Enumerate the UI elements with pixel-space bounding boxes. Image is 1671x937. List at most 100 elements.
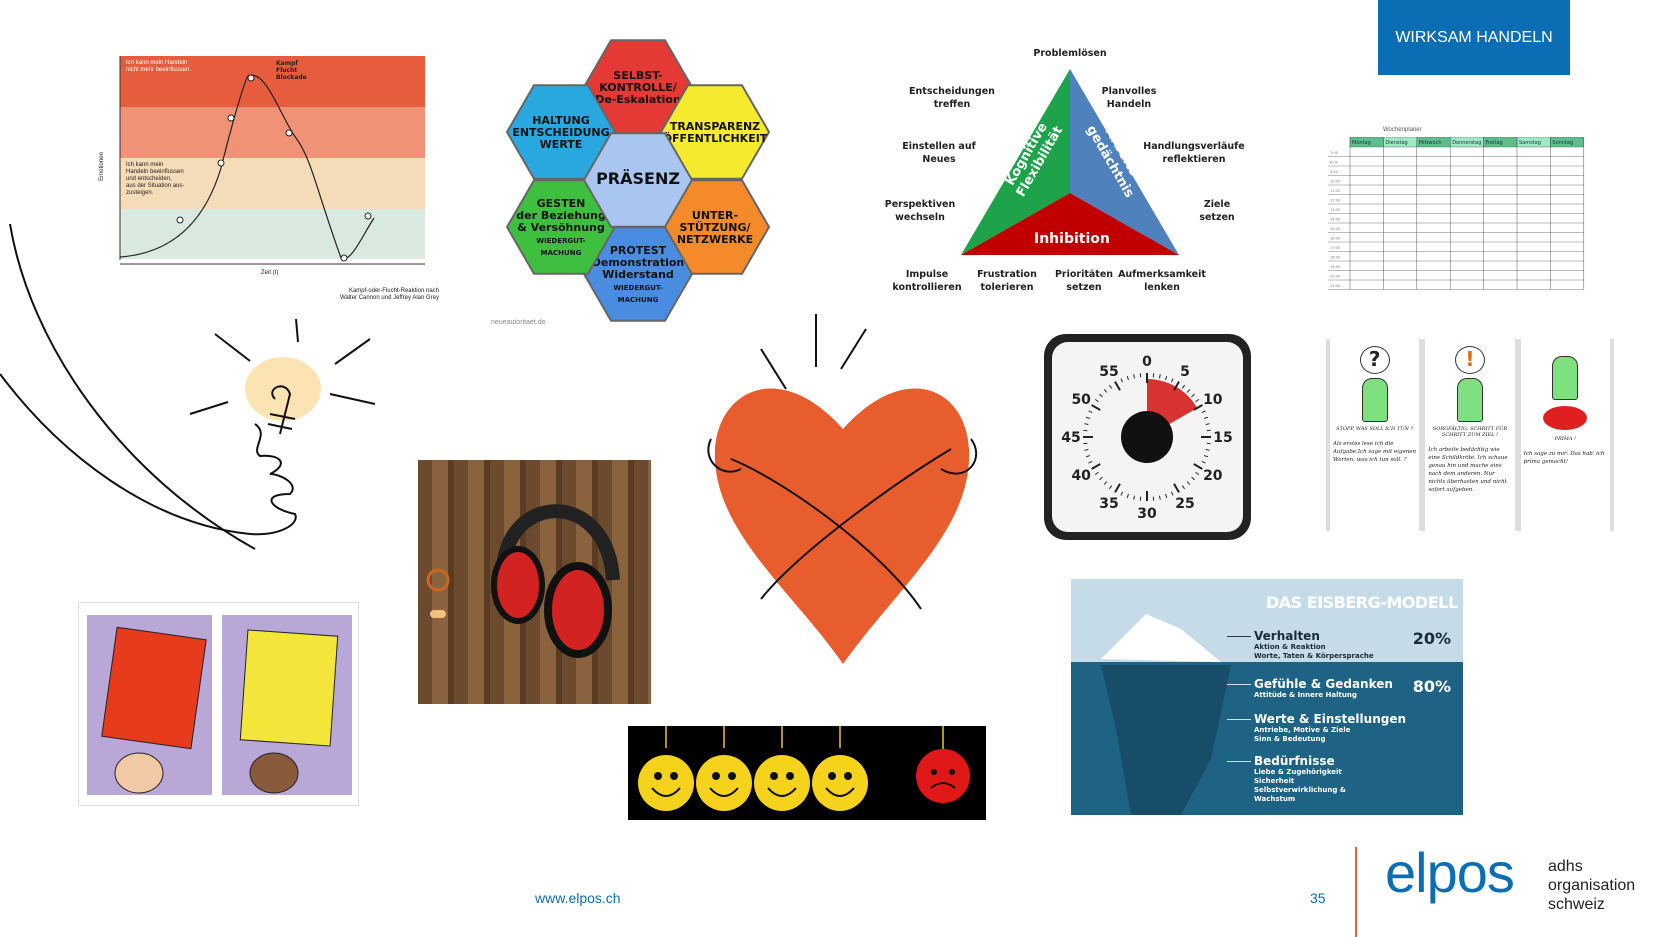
function-label: Ziele setzen	[1199, 199, 1235, 223]
planner-day: Donnerstag	[1452, 140, 1481, 146]
cartoon-figure-icon	[1456, 378, 1483, 422]
slide-title: WIRKSAM HANDELN	[1378, 0, 1570, 75]
hexagon-label: WIEDERGUT-	[613, 284, 662, 292]
hexagon-label: HALTUNG	[532, 114, 590, 127]
smiley-ornament	[812, 755, 868, 811]
level-marker-icon	[1227, 719, 1251, 720]
hexagon-label: KONTROLLE/	[599, 81, 677, 94]
timer-number: 25	[1175, 496, 1194, 512]
hexagon-label: ENTSCHEIDUNG	[512, 126, 609, 139]
planner-hour: 8:00	[1330, 161, 1338, 165]
emotion-chart: Ich kann mein Handeln nicht mehr beeinfl…	[96, 48, 439, 309]
zone-top-text: Ich kann mein Handeln nicht mehr beeinfl…	[126, 60, 192, 73]
zone-mid-line: zusteigen.	[126, 190, 154, 196]
hexagon-label: & Versöhnung	[517, 221, 605, 234]
level-percent: 80%	[1412, 677, 1451, 696]
hexagon-label: WERTE	[540, 138, 583, 151]
planner-hour: 19:00	[1330, 265, 1340, 269]
level-sub: Worte, Taten & Körpersprache	[1254, 652, 1374, 660]
triangle-bottom-label: Inhibition	[1034, 231, 1110, 247]
red-yellow-cards-illustration	[78, 602, 359, 806]
level-sub: Aktion & Reaktion	[1254, 643, 1326, 651]
footer-url-link[interactable]: www.elpos.ch	[535, 890, 621, 906]
hexagon-label: Widerstand	[602, 268, 674, 281]
timer-number: 5	[1180, 364, 1190, 380]
timer-number: 30	[1137, 506, 1157, 522]
lightbulb-hand-illustration	[0, 224, 376, 550]
planner-hour: 21:00	[1330, 284, 1340, 288]
timer-knob[interactable]	[1121, 411, 1173, 463]
planner-hour: 17:00	[1330, 246, 1340, 250]
cartoon-caption: SORGFÄLTIG, SCHRITT FÜR SCHRITT ZUM ZIEL…	[1432, 426, 1508, 438]
level-percent: 20%	[1412, 629, 1451, 648]
timer-number: 10	[1203, 392, 1223, 408]
level-sub: Selbstverwirklichung &	[1254, 786, 1346, 794]
smiley-ornaments-photo	[628, 726, 986, 820]
hexagon-label: SELBST-	[613, 69, 662, 82]
zone-label: Blockade	[276, 74, 307, 81]
zone-label: Flucht	[276, 67, 298, 74]
timer-number: 55	[1099, 364, 1118, 380]
level-sub: Antriebe, Motive & Ziele	[1254, 726, 1351, 734]
executive-functions-triangle: Kognitive Flexibilität Arbeits- gedächtn…	[885, 43, 1254, 301]
hexagon-label: STÜTZUNG/	[679, 220, 751, 234]
hexagon-label: UNTER-	[692, 209, 738, 222]
planner-day: Dienstag	[1385, 140, 1407, 146]
zone-mid-line: Ich kann mein	[126, 162, 164, 168]
hexagon-label: MACHUNG	[541, 249, 582, 257]
cartoon-panel: ?STOPP, WAS SOLL ICH TUN ?Als erstes les…	[1330, 339, 1420, 531]
zone-mid-line: aus der Situation aus-	[126, 183, 185, 189]
planner-hour: 20:00	[1330, 275, 1340, 279]
planner-hour: 14:00	[1330, 218, 1340, 222]
planner-hour: 10:00	[1330, 180, 1340, 184]
level-sub: Sinn & Bedeutung	[1254, 735, 1326, 743]
hexagon-label: Demonstration	[592, 256, 685, 269]
hexagon-label: MACHUNG	[618, 296, 659, 304]
y-axis-label: Emotionen	[98, 152, 105, 181]
hexagon-credit: neueautoritaet.de	[491, 319, 546, 326]
zone-mid-line: Handeln beeinflussen	[126, 169, 184, 175]
smiley-ornament	[638, 755, 694, 811]
planner-title: Wochenplaner	[1383, 127, 1422, 133]
level-name: Bedürfnisse	[1254, 754, 1335, 768]
timer-number: 45	[1061, 430, 1080, 446]
cartoon-figure-icon	[1552, 356, 1579, 400]
level-marker-icon	[1227, 636, 1251, 637]
smiley-ornament	[754, 755, 810, 811]
level-marker-icon	[1227, 761, 1251, 762]
x-axis-label: Zeit (t)	[261, 270, 279, 276]
hexagon-label: PROTEST	[610, 244, 667, 257]
planner-hour: 7:00	[1330, 151, 1338, 155]
level-name: Werte & Einstellungen	[1254, 712, 1407, 726]
level-sub: Attitüde & Innere Haltung	[1254, 691, 1357, 699]
caption-line: Walter Cannon und Jeffrey Alan Grey	[339, 295, 439, 301]
elpos-logo: elpos	[1385, 841, 1515, 904]
hexagon-label: WIEDERGUT-	[536, 237, 585, 245]
smiley-ornament	[696, 755, 752, 811]
earmuffs-photo	[418, 460, 651, 704]
planner-day: Sonntag	[1552, 140, 1573, 146]
heart-hug-illustration	[707, 314, 978, 664]
level-name: Verhalten	[1254, 629, 1320, 643]
cartoon-caption: PRIMA !	[1554, 436, 1577, 442]
level-sub: Sicherheit	[1254, 777, 1295, 785]
level-marker-icon	[1227, 684, 1251, 685]
planner-day: Freitag	[1486, 140, 1503, 146]
timer-number: 40	[1071, 468, 1091, 484]
timer-number: 15	[1213, 430, 1232, 446]
timer-number: 20	[1203, 468, 1223, 484]
planner-day: Montag	[1352, 140, 1371, 146]
hexagon-label: TRANSPARENZ	[670, 120, 760, 133]
